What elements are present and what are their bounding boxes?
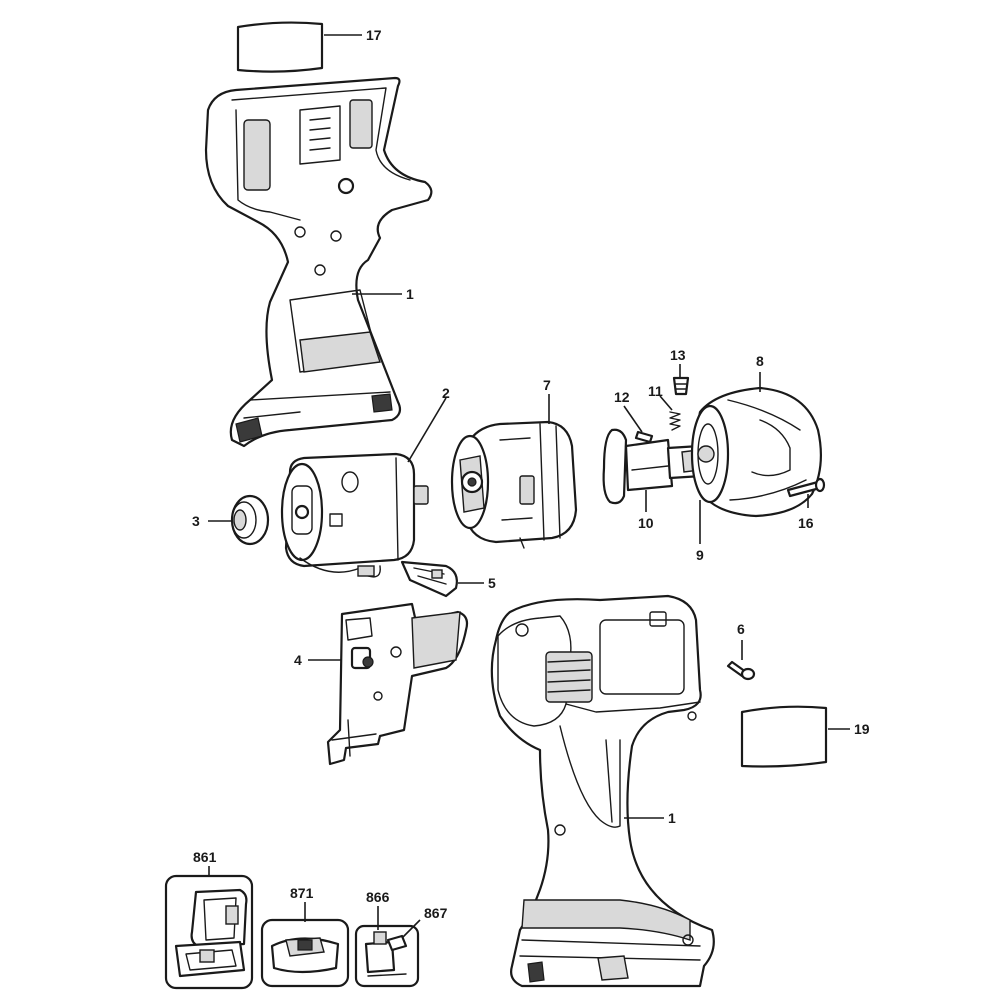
callout-9[interactable]: 9 [696, 547, 704, 563]
callout-1-bottom[interactable]: 1 [668, 810, 676, 826]
part-871-charger[interactable] [260, 918, 350, 988]
callout-17[interactable]: 17 [366, 27, 382, 43]
callout-19[interactable]: 19 [854, 721, 870, 737]
callout-4[interactable]: 4 [294, 652, 302, 668]
part-866-battery[interactable] [354, 924, 420, 988]
part-19-label[interactable] [740, 705, 828, 768]
part-8-nose-housing[interactable] [690, 386, 822, 518]
callout-8[interactable]: 8 [756, 353, 764, 369]
callout-861[interactable]: 861 [193, 849, 217, 865]
callout-2[interactable]: 2 [442, 385, 450, 401]
part-1-housing-left[interactable] [204, 76, 433, 448]
part-16-screw[interactable] [786, 477, 826, 498]
part-11-spring[interactable] [669, 411, 681, 431]
callout-7[interactable]: 7 [543, 377, 551, 393]
callout-866[interactable]: 866 [366, 889, 390, 905]
part-12-pin[interactable] [634, 430, 654, 444]
callout-16[interactable]: 16 [798, 515, 814, 531]
leader-12 [623, 405, 643, 433]
part-861-kit-box[interactable] [164, 874, 254, 990]
callout-10[interactable]: 10 [638, 515, 654, 531]
callout-13[interactable]: 13 [670, 347, 686, 363]
part-867-battery-cap[interactable] [386, 934, 408, 952]
part-2-motor[interactable] [280, 452, 429, 578]
callout-5[interactable]: 5 [488, 575, 496, 591]
callout-867[interactable]: 867 [424, 905, 448, 921]
part-7-gear-case[interactable] [450, 420, 578, 549]
callout-12[interactable]: 12 [614, 389, 630, 405]
part-17-label[interactable] [236, 21, 324, 73]
leader-11 [659, 395, 673, 411]
part-5-switch-clip[interactable] [400, 560, 458, 598]
callout-11[interactable]: 11 [648, 383, 663, 399]
callout-6[interactable]: 6 [737, 621, 745, 637]
part-10-anvil[interactable] [602, 428, 704, 505]
part-13-plug[interactable] [672, 376, 690, 396]
callout-871[interactable]: 871 [290, 885, 314, 901]
callout-1-top[interactable]: 1 [406, 286, 414, 302]
part-3-end-cap[interactable] [230, 494, 270, 546]
leader-2 [407, 397, 447, 463]
part-1-housing-right[interactable] [490, 594, 715, 988]
leader-867 [401, 919, 421, 939]
callout-3[interactable]: 3 [192, 513, 200, 529]
part-6-screw[interactable] [726, 660, 756, 681]
part-4-trigger-switch[interactable] [326, 602, 469, 766]
